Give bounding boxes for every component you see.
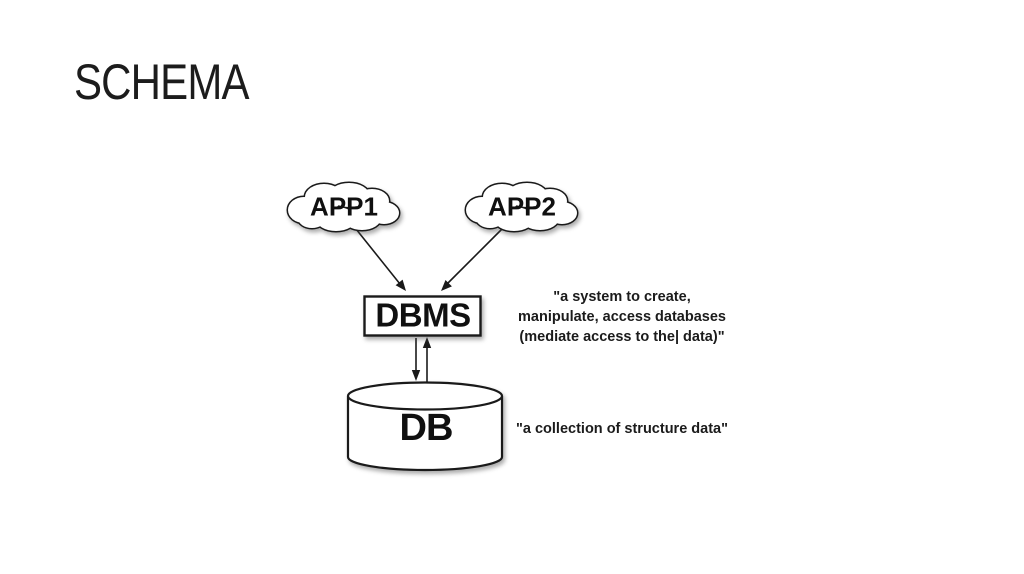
dbms-quote-line-2: manipulate, access databases (518, 309, 726, 325)
app2-node-label: APP2 (488, 191, 556, 222)
edge-db-to-dbms-up-arrow (422, 337, 432, 382)
dbms-quote-line-1: "a system to create, (553, 289, 691, 305)
app1-node-label: APP1 (310, 191, 378, 222)
page-title: SCHEMA (74, 54, 249, 110)
db-node-label: DB (399, 407, 454, 450)
db-definition-quote: "a collection of structure data" (516, 421, 728, 437)
dbms-definition-quote: "a system to create, manipulate, access … (518, 287, 726, 347)
dbms-quote-line-3: (mediate access to the| data)" (519, 329, 725, 345)
edge-app1-to-dbms (355, 228, 406, 291)
dbms-node-label: DBMS (375, 296, 471, 334)
edge-app2-to-dbms (441, 226, 505, 291)
db-cylinder-shape (346, 381, 504, 472)
edge-dbms-to-db-down-arrow (411, 338, 421, 381)
dbms-box-shape (363, 295, 482, 337)
